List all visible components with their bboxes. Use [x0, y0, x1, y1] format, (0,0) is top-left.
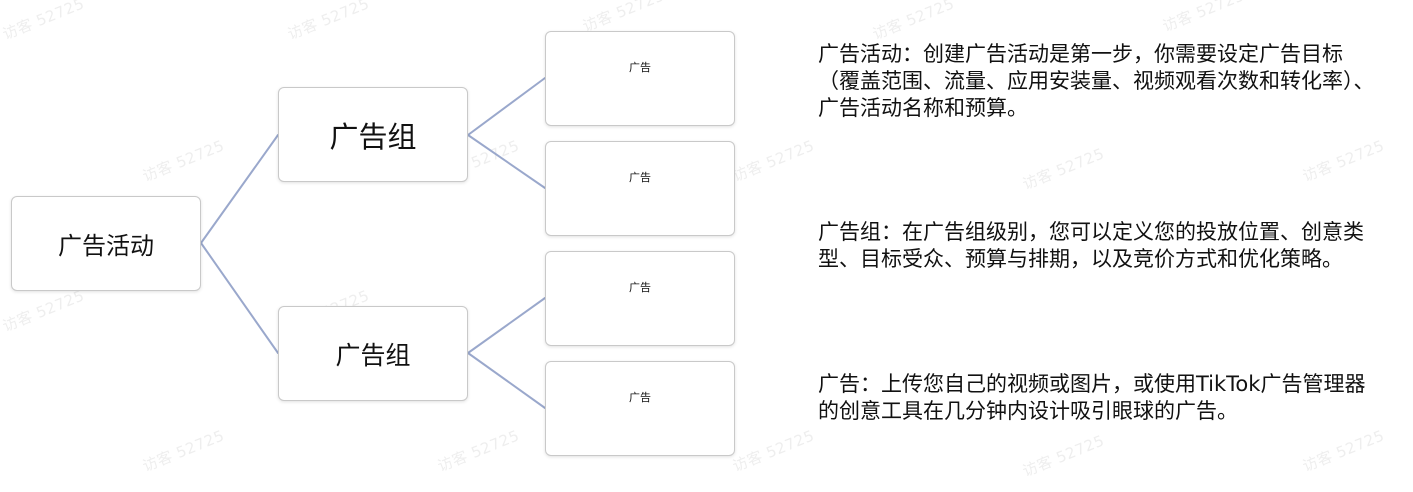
campaign-label: 广告活动: [58, 232, 154, 260]
ad-label: 广告: [629, 280, 651, 294]
ad-label: 广告: [629, 170, 651, 184]
ad-group-label: 广告组: [329, 119, 417, 154]
ad-group-label: 广告组: [335, 340, 411, 370]
ad-label: 广告: [629, 390, 651, 404]
ad-label: 广告: [629, 60, 651, 74]
connector-adgroup-2-ad-4: [467, 352, 546, 409]
connector-adgroup-1-ad-1: [467, 77, 546, 136]
connector-campaign-adgroup-1: [200, 134, 279, 244]
ad-group-description: 广告组：在广告组级别，您可以定义您的投放位置、创意类型、目标受众、预算与排期，以…: [818, 220, 1364, 271]
connector-adgroup-1-ad-2: [467, 134, 546, 189]
ad-description: 广告：上传您自己的视频或图片，或使用TikTok广告管理器的创意工具在几分钟内设…: [818, 372, 1366, 423]
ad-box-3: 广告: [545, 251, 735, 346]
ad-group-box-2: 广告组: [278, 306, 468, 401]
ad-box-1: 广告: [545, 31, 735, 126]
connector-adgroup-2-ad-3: [467, 297, 546, 354]
campaign-box: 广告活动: [11, 196, 201, 291]
ad-box-2: 广告: [545, 141, 735, 236]
ad-box-4: 广告: [545, 361, 735, 456]
connector-campaign-adgroup-2: [200, 242, 279, 354]
campaign-description: 广告活动：创建广告活动是第一步，你需要设定广告目标（覆盖范围、流量、应用安装量、…: [818, 42, 1375, 120]
ad-group-box-1: 广告组: [278, 87, 468, 182]
